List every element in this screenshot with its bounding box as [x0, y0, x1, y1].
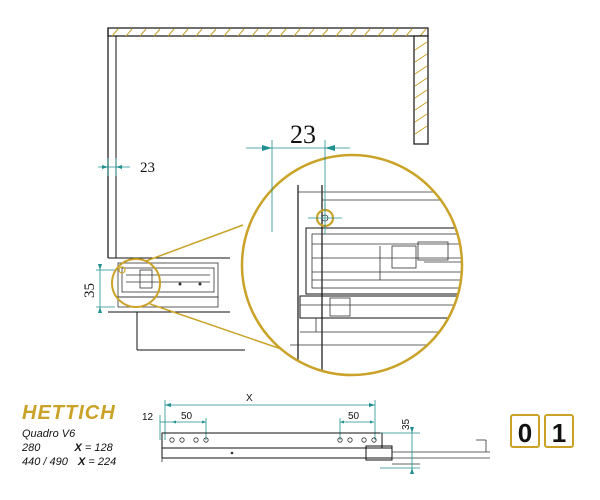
runner-spacing-left-label: 50	[181, 411, 193, 422]
side-offset-label: 23	[140, 160, 155, 176]
right-panel-hatch	[414, 41, 428, 135]
runner-spacing-right-label: 50	[348, 411, 360, 422]
runner-offset-12-label: 12	[142, 412, 154, 423]
product-name: Quadro V6	[22, 428, 76, 440]
spec-x-label: X	[78, 456, 86, 468]
page-number-digit: 1	[544, 414, 574, 448]
spec-length: 440 / 490	[22, 456, 68, 468]
top-panel-hatch	[111, 28, 427, 37]
spec-row: 280 X = 128	[22, 442, 113, 454]
spec-length: 280	[22, 442, 41, 454]
runner-holes	[169, 437, 377, 443]
runner-height-label: 35	[401, 418, 412, 430]
dimension-side-offset: 23	[98, 158, 155, 176]
spec-x-label: X	[74, 442, 82, 454]
dimension-zoom-offset: 23	[246, 120, 350, 232]
brand-logo: HETTICH	[22, 402, 116, 424]
zoom-detail	[240, 153, 464, 377]
runner-x-label: X	[246, 393, 253, 404]
dimension-height: 35	[82, 264, 115, 313]
page-number-digit: 0	[510, 414, 540, 448]
spec-value: = 128	[84, 442, 113, 454]
runner-drawing: X 12 50 50	[142, 393, 490, 474]
magnifier-link-bottom	[149, 303, 291, 353]
zoom-offset-label: 23	[290, 120, 316, 149]
cabinet-outline	[107, 27, 429, 351]
magnifier-source-circle	[111, 258, 161, 308]
magnifier-link-top	[145, 224, 244, 262]
spec-value: = 224	[88, 456, 117, 468]
spec-row: 440 / 490 X = 224	[22, 456, 116, 468]
magnifier-circle	[240, 153, 464, 377]
height-label: 35	[82, 283, 98, 298]
